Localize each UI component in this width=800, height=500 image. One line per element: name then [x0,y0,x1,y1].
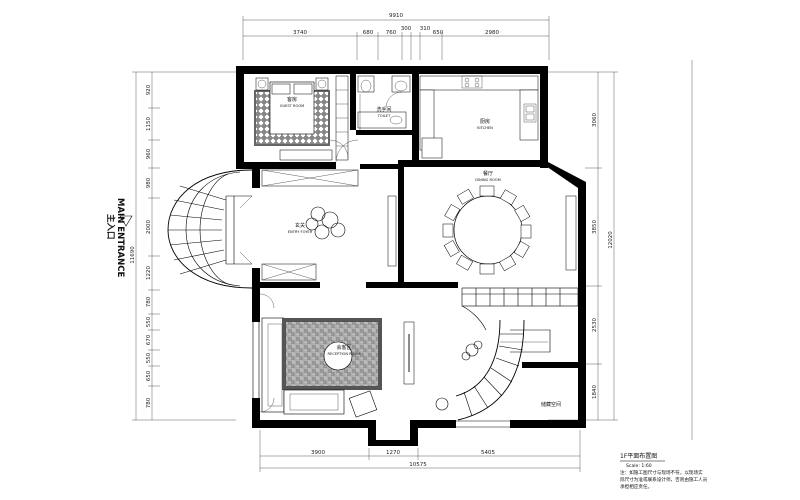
left-total-dim: 11690 [130,246,136,264]
note-line-3: 承担相应责任。 [620,483,652,490]
dining-room-cn: 餐厅 [483,170,493,177]
toilet-en: TOILET [377,114,391,118]
main-entrance-cn: 主入口 [105,214,116,240]
top-dim-7: 2980 [485,30,499,36]
left-dim-9: 670 [146,334,152,345]
entry-stairs [167,169,253,289]
right-total-dim: 12020 [608,231,614,249]
bottom-total-dim: 10575 [409,462,427,468]
guest-room-cn: 客房 [287,96,297,103]
top-dim-2: 680 [363,30,374,36]
entry-foyer-cn: 玄关 [295,222,305,229]
kitchen-en: KITCHEN [477,126,493,130]
note-line-2: 际尺寸为准或联系设计师，否则由施工人员 [620,476,708,483]
right-dim-3: 2530 [592,318,598,332]
bottom-dim-3: 5405 [481,450,495,456]
drawing-scale: Scale: 1:60 [626,463,652,469]
main-entrance-en: MAIN ENTRANCE [115,198,125,277]
right-dim-1: 3060 [592,113,598,127]
staircase [435,287,579,421]
entry-foyer-en: ENTRY FOYER [288,230,313,234]
left-dim-8: 550 [146,316,152,327]
left-dim-7: 780 [146,296,152,307]
left-dim-1: 920 [146,84,152,95]
reception-room-en: RECEPTION ROOM [328,352,361,356]
top-dim-3: 760 [386,30,397,36]
entrance-arrow-icon [119,215,133,227]
left-dimensions: 11690 920 1150 960 980 2000 1220 780 550… [130,71,236,421]
windows [236,67,586,428]
toilet: 洗手间 TOILET [329,75,411,159]
left-dim-10: 550 [146,352,152,363]
left-dim-2: 1150 [146,117,152,131]
top-dimensions: 9910 3740 680 760 300 310 650 2980 [242,13,550,60]
plant-icon [305,206,346,240]
kitchen: 厨房 KITCHEN [419,75,539,159]
dining-chairs [442,185,532,275]
top-dim-4: 300 [401,26,412,32]
top-dim-6: 650 [433,30,444,36]
reception-room-cn: 会客区 [336,344,351,351]
top-total-dim: 9910 [389,13,403,19]
guest-room-en: GUEST ROOM [280,104,305,108]
left-dim-11: 650 [146,370,152,381]
right-dim-2: 3850 [592,220,598,234]
top-dim-1: 3740 [293,30,307,36]
right-dim-4: 1840 [592,385,598,399]
left-dim-12: 780 [146,397,152,408]
toilet-cn: 洗手间 [376,106,391,113]
storage-space-cn: 储藏空间 [541,401,561,408]
reception-room: 会客区 RECEPTION ROOM [259,293,415,418]
left-dim-5: 2000 [146,220,152,234]
walls [236,66,586,446]
main-entrance-label: MAIN ENTRANCE 主入口 [105,198,133,277]
left-dim-3: 960 [146,148,152,159]
left-dim-4: 980 [146,177,152,188]
bottom-dim-1: 3900 [311,450,325,456]
right-dimensions: 12020 3060 3850 2530 1840 [548,60,693,440]
left-dim-6: 1220 [146,266,152,280]
bottom-dimensions: 3900 1270 5405 10575 [259,430,581,472]
dining-room: 餐厅 DINING ROOM [442,170,577,275]
storage-space: 储藏空间 [541,401,561,408]
entry-foyer: 玄关 ENTRY FOYER [261,169,397,281]
title-block: 1F平面布置图 Scale: 1:60 注：如施工图尺寸与现场不符，以现场实 际… [620,452,708,490]
guest-room: 客房 GUEST ROOM [254,75,359,163]
top-dim-5: 310 [420,26,431,32]
note-line-1: 注：如施工图尺寸与现场不符，以现场实 [620,469,703,476]
dining-room-en: DINING ROOM [475,178,500,182]
kitchen-cn: 厨房 [480,118,490,125]
bottom-dim-2: 1270 [386,450,400,456]
drawing-title: 1F平面布置图 [620,452,657,460]
